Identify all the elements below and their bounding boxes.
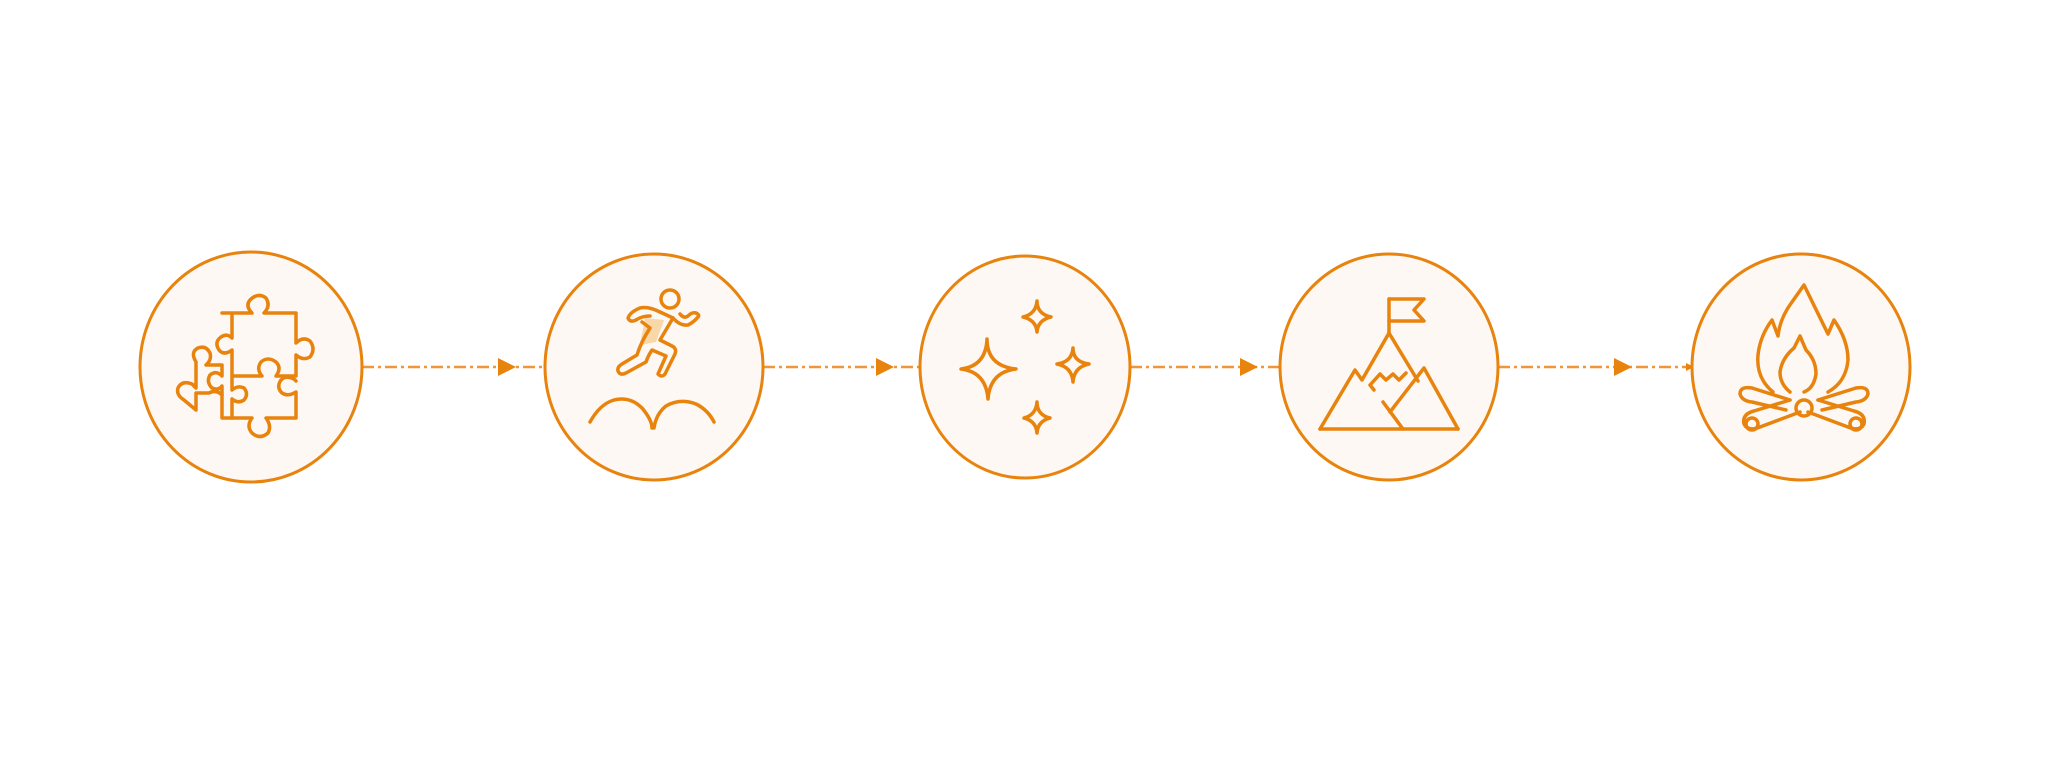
connector-2-3 bbox=[763, 358, 920, 376]
running-person-icon bbox=[588, 288, 716, 430]
node-step-5 bbox=[1690, 252, 1912, 482]
arrowhead-icon bbox=[1614, 358, 1632, 376]
arrowhead-icon bbox=[1686, 363, 1694, 371]
connector-3-4 bbox=[1130, 358, 1280, 376]
node-step-2 bbox=[543, 252, 765, 482]
node-step-1 bbox=[138, 250, 364, 484]
campfire-icon bbox=[1738, 283, 1870, 432]
arrowhead-icon bbox=[498, 358, 516, 376]
sparkles-icon bbox=[959, 299, 1091, 435]
arrowhead-icon bbox=[1240, 358, 1258, 376]
arrowhead-icon bbox=[876, 358, 894, 376]
node-step-3 bbox=[918, 254, 1132, 480]
connector-4-5 bbox=[1498, 358, 1694, 376]
mountain-flag-icon bbox=[1318, 297, 1460, 431]
puzzle-pieces-icon bbox=[175, 293, 315, 439]
connector-1-2 bbox=[362, 358, 546, 376]
node-step-4 bbox=[1278, 252, 1500, 482]
